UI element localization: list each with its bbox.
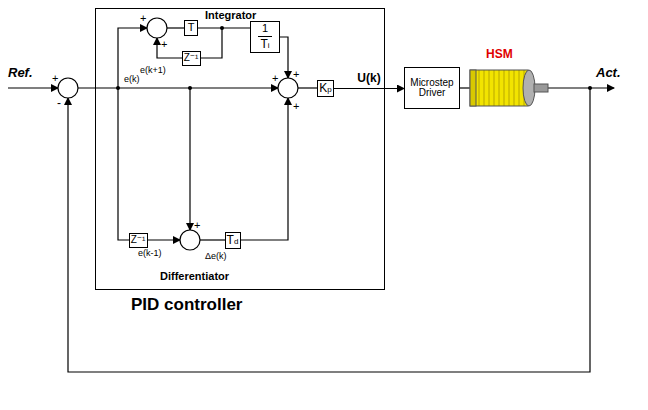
sign-label: -	[57, 97, 61, 110]
gain-box: Kp	[317, 80, 334, 97]
gain-box: T	[184, 20, 198, 36]
motor-shaft	[534, 84, 548, 92]
driver-box: Microstep Driver	[404, 67, 460, 109]
signal-connector	[334, 88, 404, 89]
summing-junction	[147, 18, 167, 38]
junction-dot	[588, 86, 592, 90]
controller-box: PID controllerT1TiZ⁻¹KpZ⁻¹Td	[95, 8, 385, 290]
box-text: Z⁻¹	[184, 53, 199, 64]
sign-label: +	[194, 219, 200, 231]
sign-label: +	[293, 68, 299, 80]
differentiator-output-wire	[240, 98, 288, 240]
differentiator-input-wire	[189, 88, 190, 230]
summing-junction	[180, 230, 200, 250]
integrator-feedback-wire	[157, 38, 183, 58]
box-text: 1	[262, 23, 268, 36]
delay-box: Z⁻¹	[129, 233, 148, 248]
box-text: Microstep Driver	[407, 78, 457, 99]
motor-body	[470, 70, 528, 106]
signal-label: e(k+1)	[140, 66, 166, 76]
integrator-input-wire	[118, 28, 147, 88]
signal-label: Act.	[596, 66, 621, 80]
box-text: T	[188, 22, 195, 34]
differentiator-input-wire	[118, 88, 130, 240]
box-text: Ti	[258, 36, 271, 51]
stepper-motor	[470, 70, 548, 106]
box-text: Td	[227, 234, 239, 247]
driver-output-wire	[460, 87, 470, 88]
integrator-output-wire	[280, 37, 288, 78]
box-text: Z⁻¹	[131, 235, 146, 246]
signal-label: Ref.	[8, 66, 33, 80]
gain-box: Td	[225, 232, 241, 249]
difference-wire	[200, 239, 225, 240]
fraction-box: 1Ti	[250, 21, 280, 53]
summing-junction	[278, 78, 298, 98]
delay-box: Z⁻¹	[182, 51, 201, 66]
signal-connector	[198, 27, 250, 28]
signal-label: HSM	[486, 48, 513, 61]
reference-wire	[8, 87, 58, 88]
motor-end-cap	[470, 70, 476, 106]
feedback-wire	[68, 88, 590, 372]
signal-label: Δe(k)	[205, 252, 227, 262]
controller-title: PID controller	[131, 296, 242, 314]
sign-label: +	[52, 72, 58, 84]
error-wire	[78, 87, 278, 88]
box-text: Kp	[319, 82, 331, 95]
signal-label: e(k)	[124, 75, 140, 85]
signal-label: U(k)	[357, 72, 380, 85]
delay-output-wire	[146, 239, 180, 240]
signal-label: Differentiator	[160, 270, 229, 282]
junction-dot	[116, 86, 120, 90]
output-wire	[548, 87, 614, 88]
sign-label: +	[140, 12, 146, 24]
integrator-sum-wire	[167, 27, 184, 28]
sign-label: +	[272, 72, 278, 84]
motor-end-cap	[523, 70, 535, 106]
sign-label: +	[161, 38, 167, 50]
junction-dot	[188, 86, 192, 90]
summing-junction	[58, 78, 78, 98]
sign-label: +	[293, 100, 299, 112]
signal-label: e(k-1)	[138, 249, 162, 259]
sum-output-wire	[298, 87, 318, 88]
integrator-feedback-wire	[199, 28, 222, 58]
signal-label: Integrator	[205, 9, 256, 21]
